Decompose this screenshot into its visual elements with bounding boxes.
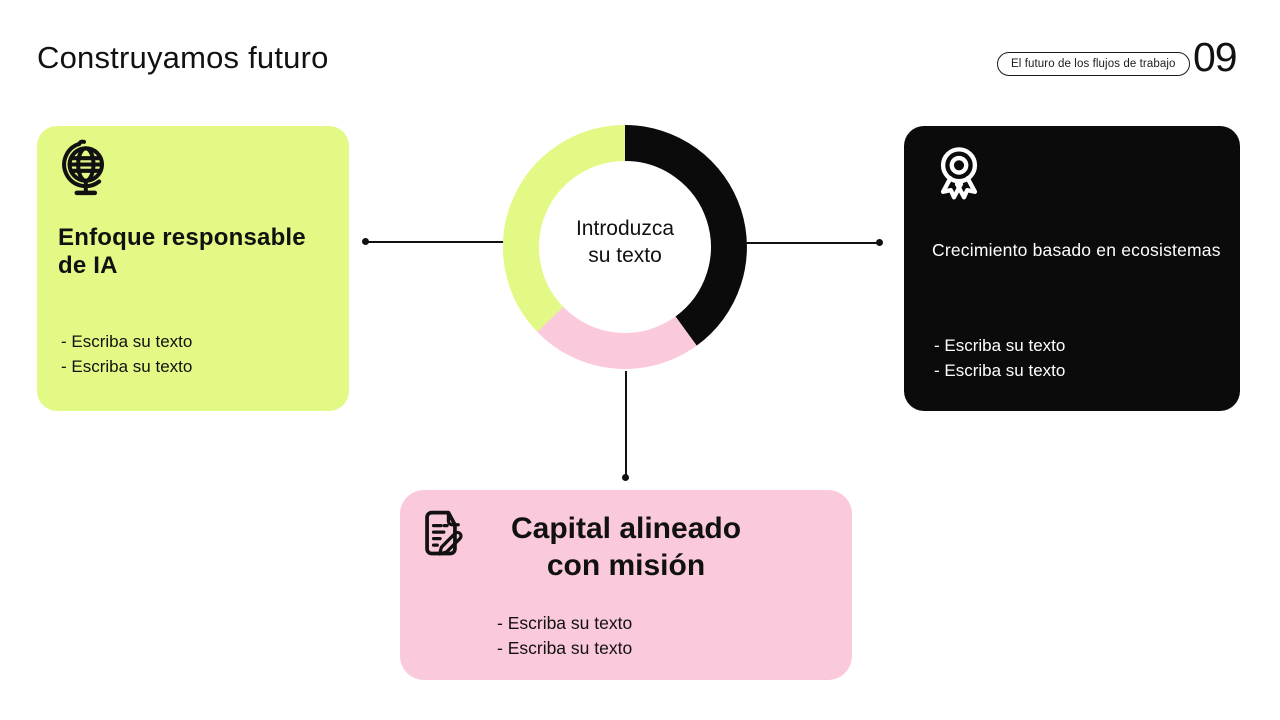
card-right-bullet-1: - Escriba su texto xyxy=(934,336,1066,355)
card-left-title: Enfoque responsable de IA xyxy=(58,224,306,279)
donut-ring xyxy=(503,125,747,369)
card-right-bullet-2: - Escriba su texto xyxy=(934,361,1066,380)
card-left-bullet-1: - Escriba su texto xyxy=(61,332,193,351)
card-bottom-title: Capital alineado con misión xyxy=(510,512,742,582)
connector-left xyxy=(366,241,505,243)
topic-badge-label: El futuro de los flujos de trabajo xyxy=(1011,58,1176,70)
donut-segment-black xyxy=(624,125,747,346)
card-right-title: Crecimiento basado en ecosistemas xyxy=(932,240,1221,260)
card-left-bullet-2: - Escriba su texto xyxy=(61,356,193,376)
connector-dot-left xyxy=(362,238,369,245)
page-number: 09 xyxy=(1193,34,1238,80)
card-responsible-ai: Enfoque responsable de IA - Escriba su t… xyxy=(37,126,349,411)
card-bottom-bullet-2: - Escriba su texto xyxy=(497,638,633,658)
connector-bottom xyxy=(625,371,627,478)
card-bottom-bullet-1: - Escriba su texto xyxy=(497,613,633,633)
globe-icon xyxy=(62,139,105,196)
donut-segment-yellow xyxy=(503,125,626,332)
document-edit-icon xyxy=(425,510,463,556)
donut-segment-pink xyxy=(537,306,697,369)
page-title: Construyamos futuro xyxy=(37,40,329,75)
award-icon xyxy=(940,147,978,200)
card-ecosystem-growth: Crecimiento basado en ecosistemas - Escr… xyxy=(904,126,1240,411)
donut-center-label: Introduzca su texto xyxy=(575,217,675,267)
card-mission-capital: Capital alineado con misión - Escriba su… xyxy=(400,490,852,680)
topic-badge: El futuro de los flujos de trabajo xyxy=(997,52,1190,76)
connector-dot-bottom xyxy=(622,474,629,481)
connector-right xyxy=(746,242,880,244)
connector-dot-right xyxy=(876,239,883,246)
